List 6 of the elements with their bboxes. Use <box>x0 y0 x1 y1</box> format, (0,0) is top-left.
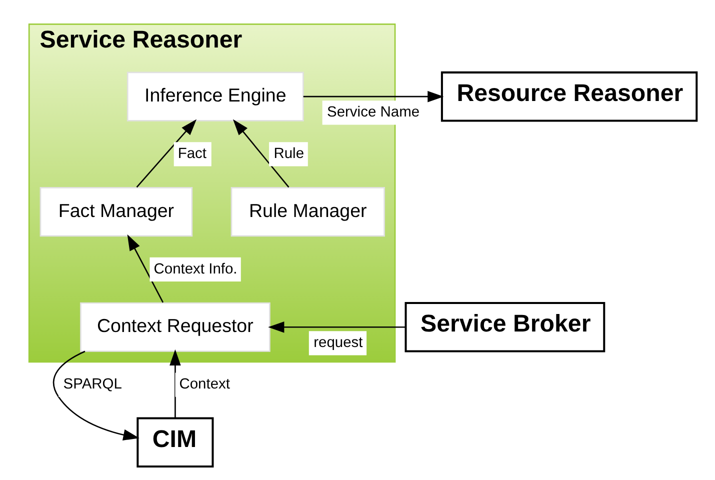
edge-label: Context <box>179 376 230 393</box>
edge-label: SPARQL <box>63 376 122 393</box>
edge-label: Fact <box>178 146 207 162</box>
edge-label: Context Info. <box>154 261 238 278</box>
edge-label: request <box>314 334 363 351</box>
edge-label: Rule <box>274 146 304 162</box>
